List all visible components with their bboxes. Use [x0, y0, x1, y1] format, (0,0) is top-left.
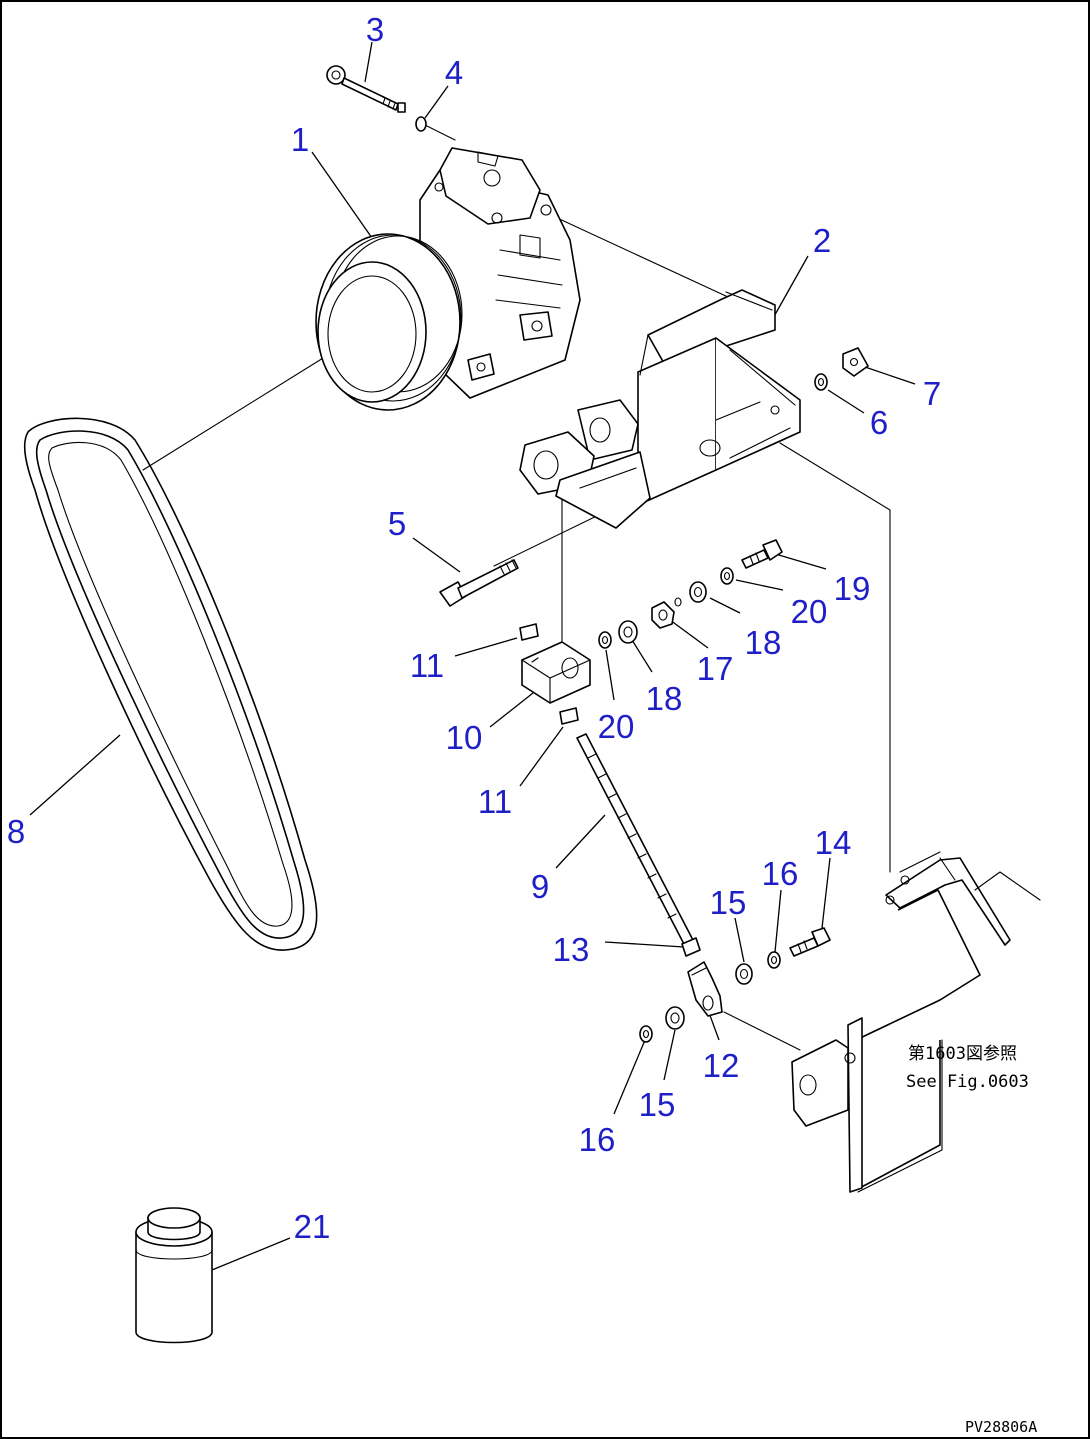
adjusting-rod-9: [576, 733, 695, 947]
callout-16-17: 16: [762, 855, 799, 892]
washer-16-upper: [767, 951, 781, 969]
bolt-5: [439, 559, 519, 607]
callout-4-3: 4: [445, 54, 463, 91]
spacer-18-upper: [689, 581, 707, 603]
leader-lines: [29, 41, 916, 1271]
callout-9-8: 9: [531, 868, 549, 905]
bolt-14: [789, 927, 831, 957]
callout-17-19: 17: [697, 650, 734, 687]
callout-20-24: 20: [598, 708, 635, 745]
reference-note-line2: See Fig.0603: [906, 1072, 1029, 1092]
washer-4: [415, 116, 427, 132]
callout-8-7: 8: [7, 813, 25, 850]
callout-19-22: 19: [834, 570, 871, 607]
callout-1-0: 1: [291, 121, 309, 158]
adjusting-block-12: [687, 961, 723, 1017]
callout-15-15: 15: [710, 884, 747, 921]
washer-20-lower: [598, 631, 612, 649]
callout-18-20: 18: [745, 624, 782, 661]
mounting-plate: [791, 851, 1041, 1193]
callout-15-16: 15: [639, 1086, 676, 1123]
pin-11-upper: [519, 623, 539, 641]
callout-16-18: 16: [579, 1121, 616, 1158]
washer-16-lower: [639, 1025, 653, 1043]
nut-17: [651, 597, 682, 629]
callout-20-23: 20: [791, 593, 828, 630]
washer-6: [814, 373, 828, 391]
callout-10-9: 10: [446, 719, 483, 756]
callout-11-11: 11: [478, 783, 512, 820]
callout-21-25: 21: [294, 1208, 331, 1245]
callout-12-12: 12: [703, 1047, 740, 1084]
v-belt: [23, 417, 318, 951]
compressor: [315, 147, 581, 411]
reference-note: 第1603図参照 See Fig.0603: [906, 1044, 1029, 1092]
callout-labels: 1234567891011111213141515161617181819202…: [7, 11, 941, 1245]
callout-11-10: 11: [410, 647, 444, 684]
spacer-15-lower: [665, 1006, 685, 1030]
callout-2-1: 2: [813, 222, 831, 259]
nut-13: [681, 937, 701, 957]
callout-3-2: 3: [366, 11, 384, 48]
pivot-block-10: [521, 641, 591, 704]
callout-6-5: 6: [870, 404, 888, 441]
callout-13-13: 13: [553, 931, 590, 968]
callout-7-6: 7: [923, 375, 941, 412]
spacer-15-upper: [735, 963, 753, 985]
bottle-21: [135, 1207, 213, 1344]
callout-5-4: 5: [388, 505, 406, 542]
nut-7: [842, 347, 869, 377]
bracket: [519, 289, 801, 529]
washer-20-upper: [720, 567, 734, 585]
bolt-3: [326, 65, 406, 113]
drawing-number: PV28806A: [965, 1418, 1037, 1436]
callout-18-21: 18: [646, 680, 683, 717]
bolt-19: [741, 539, 783, 569]
reference-note-line1: 第1603図参照: [908, 1044, 1017, 1064]
callout-14-14: 14: [815, 824, 852, 861]
spacer-18-lower: [618, 620, 638, 644]
pin-11-lower: [559, 707, 579, 725]
